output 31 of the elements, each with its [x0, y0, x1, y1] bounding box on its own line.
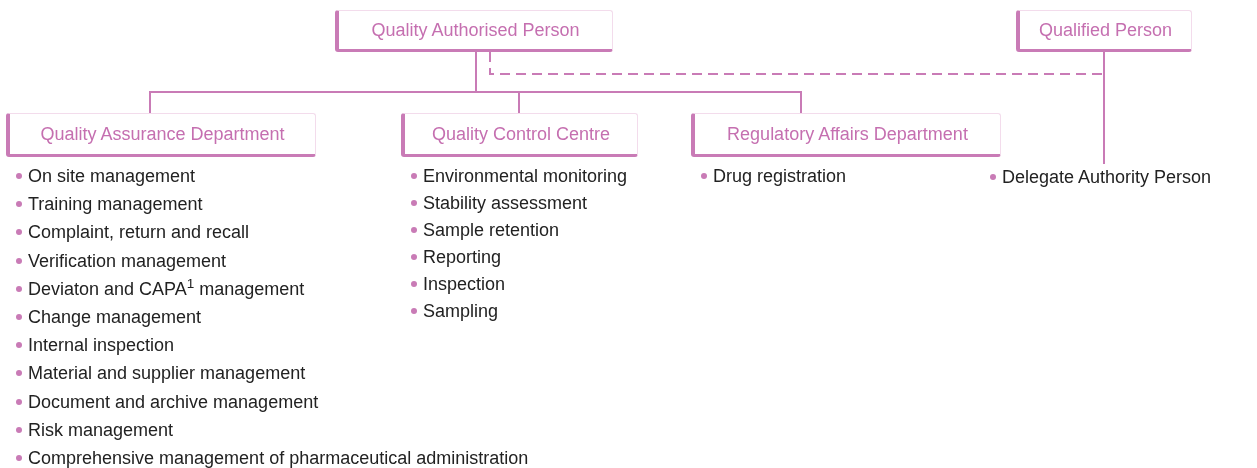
list-item: Training management: [28, 193, 203, 217]
list-item: On site management: [28, 165, 196, 188]
list-item: Reporting: [423, 246, 502, 269]
dashed-connector: [489, 51, 1105, 75]
list-item: Stability assessment: [423, 192, 588, 215]
department-box: [6, 113, 316, 157]
department-box: [691, 113, 1001, 157]
list-item: Comprehensive management of pharmaceutical administration: [28, 447, 529, 468]
box-title: Quality Authorised Person: [371, 18, 580, 42]
department-box: [1016, 10, 1192, 52]
department-box: [401, 113, 638, 157]
connector-line: [1103, 51, 1105, 165]
box-title: Qualified Person: [1038, 18, 1173, 42]
list-item: Risk management: [28, 418, 174, 442]
list-item: Sampling: [423, 300, 499, 323]
list-item: Complaint, return and recall: [28, 221, 250, 245]
list-item: Material and supplier management: [28, 362, 306, 386]
list-item: Internal inspection: [28, 334, 175, 358]
list-item: Delegate Authority Person: [1002, 166, 1212, 189]
list-item: Environmental monitoring: [423, 165, 628, 188]
list-item: Verification management: [28, 249, 227, 273]
department-box: [335, 10, 613, 52]
list-item: Inspection: [423, 273, 506, 296]
box-title: Regulatory Affairs Department: [727, 122, 968, 146]
list-item: Drug registration: [713, 165, 847, 188]
box-title: Quality Control Centre: [431, 122, 611, 146]
list-item: Document and archive management: [28, 390, 319, 414]
list-item: Change management: [28, 306, 202, 329]
list-item: Deviaton and CAPA$^{1}$ management: [28, 276, 305, 301]
list-item: Sample retention: [423, 219, 560, 242]
box-title: Quality Assurance Department: [40, 122, 285, 146]
